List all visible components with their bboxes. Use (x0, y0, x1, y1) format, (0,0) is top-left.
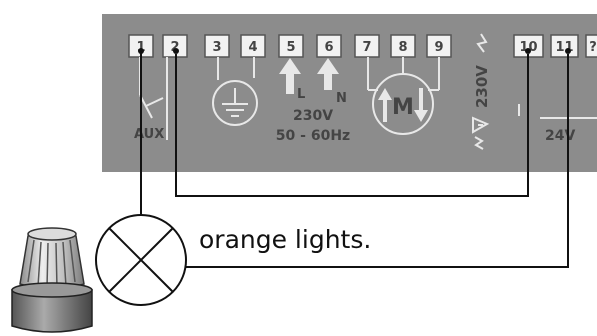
terminal-dots (138, 48, 571, 54)
terminal-6: 6 (316, 34, 342, 58)
terminal-10-label: 10 (519, 40, 537, 55)
lamp-caption: orange lights. (199, 225, 371, 254)
terminal-4-label: 4 (248, 40, 257, 55)
low-voltage-label: 24V (545, 128, 575, 144)
mains-voltage-label: 230V (293, 108, 333, 124)
lightning-icon (474, 33, 488, 150)
terminal-3: 3 (204, 34, 230, 58)
motor-side-voltage-label: 230V (473, 65, 491, 108)
terminal-11-label: 11 (555, 40, 573, 55)
terminal-3-label: 3 (212, 40, 221, 55)
terminal-6-label: 6 (324, 40, 333, 55)
aux-label: AUX (134, 127, 164, 142)
warning-icon (472, 116, 490, 134)
live-neutral-arrows (279, 58, 428, 122)
terminal-12: ? (585, 34, 597, 58)
terminal-7: 7 (354, 34, 380, 58)
terminal-4: 4 (240, 34, 266, 58)
lamp-symbol (95, 214, 187, 306)
live-label: L (297, 87, 305, 102)
terminal-9: 9 (426, 34, 452, 58)
wires (140, 53, 569, 268)
panel-labels: AUX L N 230V 50 - 60Hz M 230V 24V (134, 65, 575, 144)
neutral-label: N (336, 91, 347, 106)
terminal-5: 5 (278, 34, 304, 58)
terminal-2-label: 2 (170, 40, 179, 55)
mains-frequency-label: 50 - 60Hz (276, 128, 350, 144)
motor-label: M (392, 95, 414, 120)
wire-terminal-2-to-terminal-10 (175, 54, 529, 197)
wire-terminal-11-to-lamp (186, 54, 569, 268)
terminal-8-label: 8 (398, 40, 407, 55)
terminal-8: 8 (390, 34, 416, 58)
orange-light-icon (11, 227, 93, 333)
terminal-11: 11 (550, 34, 579, 58)
terminal-9-label: 9 (434, 40, 443, 55)
terminal-7-label: 7 (362, 40, 371, 55)
terminal-1-label: 1 (136, 40, 145, 55)
terminal-10: 10 (513, 34, 544, 58)
terminal-5-label: 5 (286, 40, 295, 55)
terminal-12-label: ? (589, 40, 597, 55)
